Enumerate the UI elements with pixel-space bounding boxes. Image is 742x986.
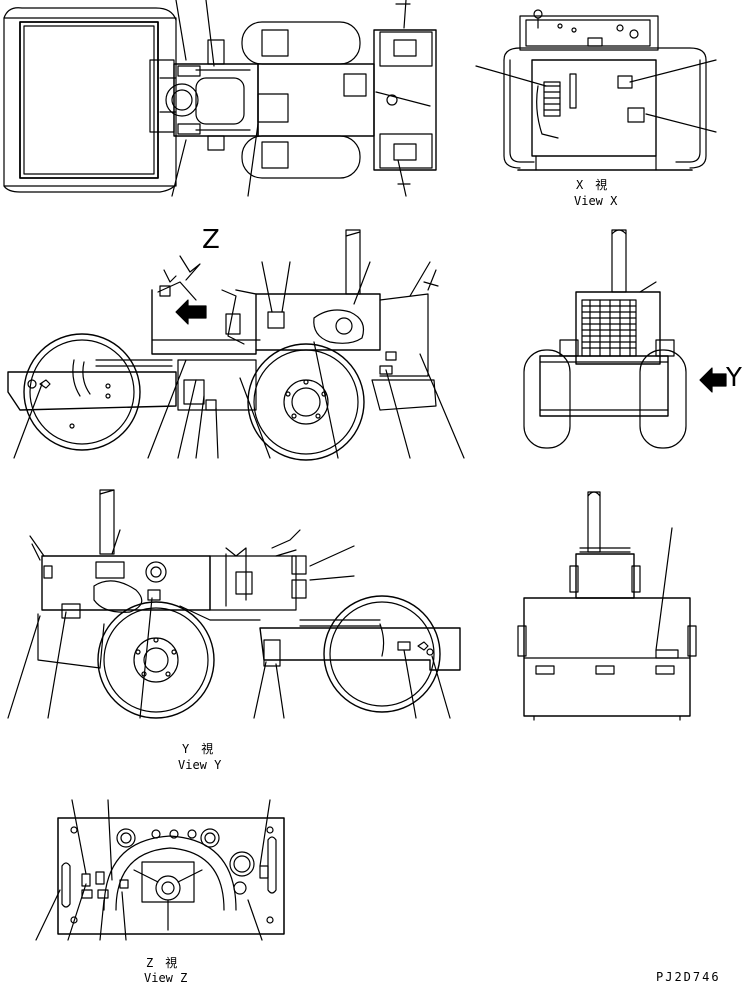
drum-front-frame: [523, 597, 691, 717]
rear-view-y: [523, 229, 727, 449]
operator-deck: [173, 63, 259, 137]
front-frame-side: [7, 371, 177, 411]
roll-bar: [509, 59, 701, 163]
front-drum-frame: [3, 17, 177, 187]
rear-wheel-right: [97, 601, 215, 719]
front-drum-side: [23, 333, 141, 451]
front-drum-right: [323, 595, 441, 713]
marker-y: Y: [726, 363, 742, 393]
exhaust-stack-right: [99, 489, 115, 555]
steering-wheel: [103, 835, 237, 911]
rear-tire-rear-left: [523, 349, 571, 449]
engine-hood: [257, 63, 375, 137]
view-y-en-label: View Y: [178, 758, 222, 772]
marker-z: Z: [202, 225, 220, 255]
side-view-left: [7, 229, 465, 461]
view-x-jp-label: X 視: [576, 178, 608, 192]
rear-wheel-side: [247, 343, 365, 461]
exhaust-stack-rear: [611, 229, 627, 293]
rear-tire-right: [241, 135, 361, 179]
view-x-drawing: [475, 9, 717, 171]
front-drum: [19, 21, 159, 179]
drawing-code: PJ2D746: [656, 970, 721, 984]
side-view-right: [7, 489, 461, 719]
direction-arrow-left: [175, 299, 207, 325]
rear-tire-left: [241, 21, 361, 65]
direction-arrow-y: [699, 367, 727, 393]
rear-bumper: [539, 355, 669, 417]
view-z-dashboard: [35, 799, 285, 941]
view-z-en-label: View Z: [144, 971, 188, 985]
view-y-jp-label: Y 視: [182, 742, 214, 756]
exhaust-stack: [345, 229, 361, 295]
view-x-en-label: View X: [574, 194, 618, 208]
top-plan-view: [3, 0, 437, 197]
rear-frame: [373, 29, 437, 171]
front-view-drum: [517, 491, 697, 721]
view-z-jp-label: Z 視: [146, 956, 178, 970]
rear-tire-rear-right: [639, 349, 687, 449]
